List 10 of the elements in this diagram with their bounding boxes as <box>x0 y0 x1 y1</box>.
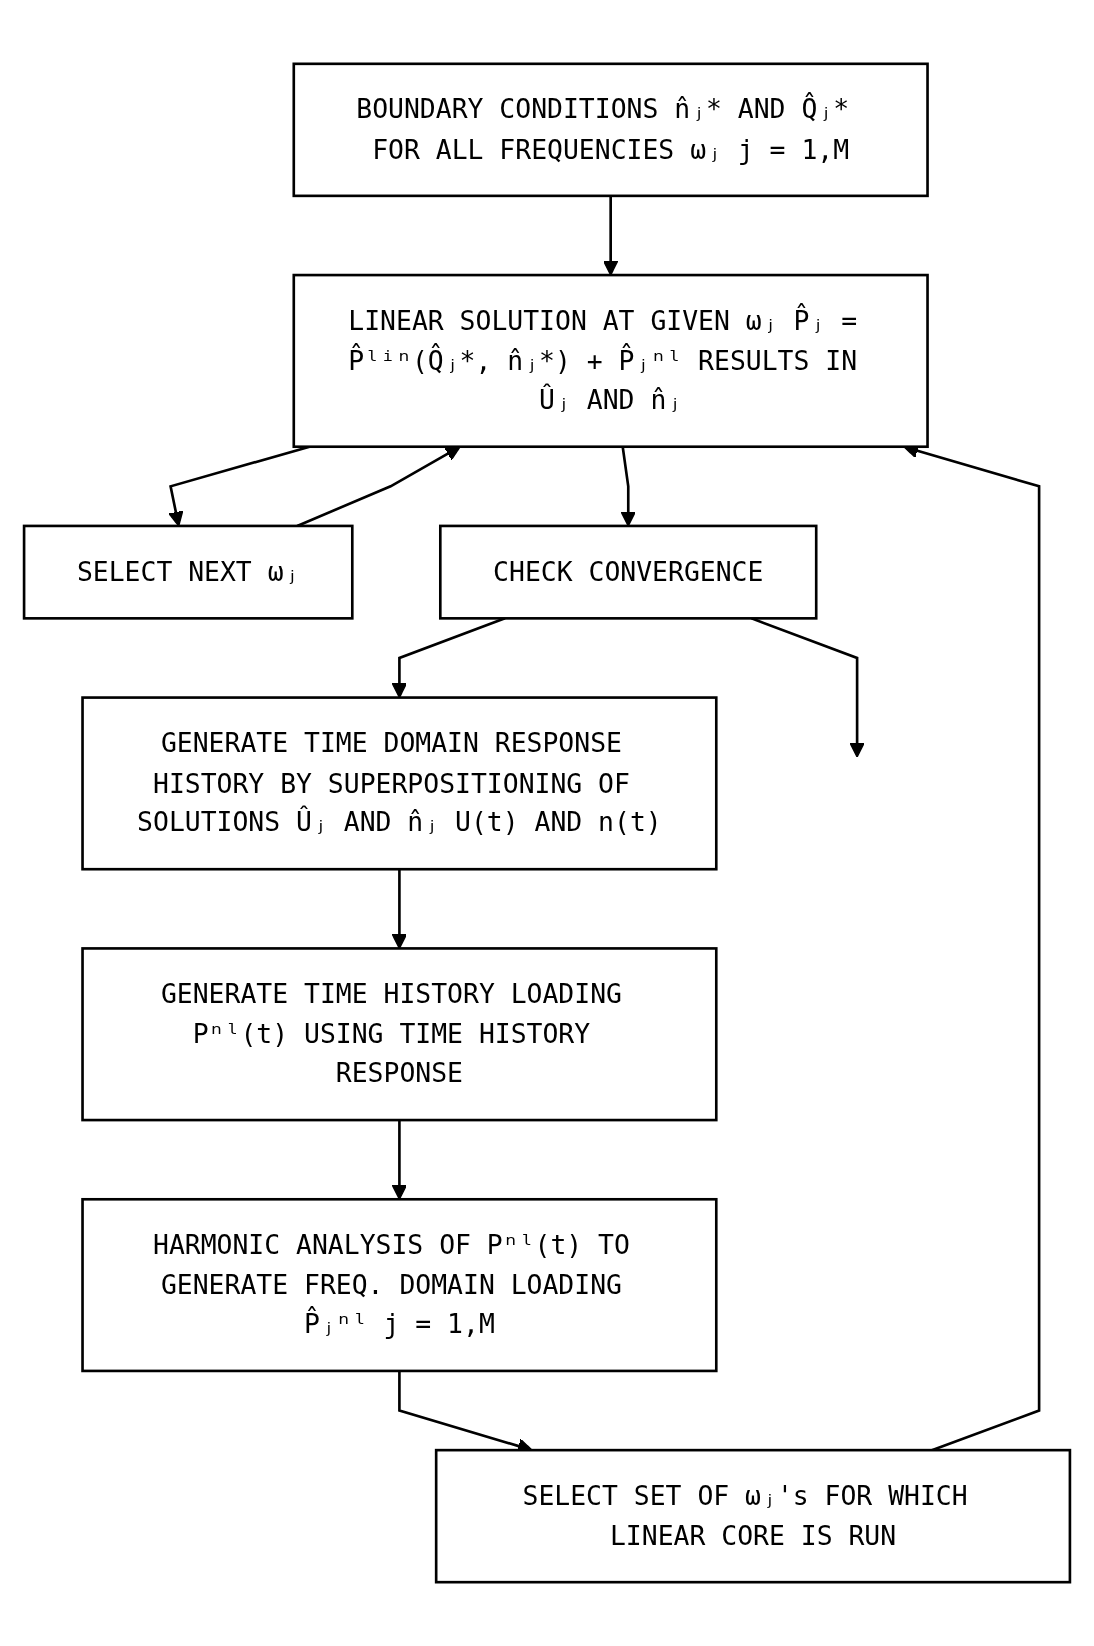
node-box: GENERATE TIME HISTORY LOADING Pⁿˡ(t) USING TIME HISTORY RESPONSE <box>81 947 718 1122</box>
node-box: CHECK CONVERGENCE <box>439 524 818 620</box>
arrow <box>602 195 619 276</box>
node-box: SELECT SET OF ωⱼ's FOR WHICH LINEAR CORE IS RUN <box>434 1448 1072 1584</box>
node-box: LINEAR SOLUTION AT GIVEN ωⱼ P̂ⱼ = P̂ˡⁱⁿ(Q̂ⱼ*, n̂ⱼ*) + P̂ⱼⁿˡ RESULTS IN Ûⱼ AND n̂ⱼ <box>292 273 929 449</box>
arrow <box>391 1120 408 1200</box>
node-box: GENERATE TIME DOMAIN RESPONSE HISTORY BY SUPERPOSITIONING OF SOLUTIONS Ûⱼ AND n̂ⱼ U(t) AND n(t) <box>81 696 718 871</box>
node-box: SELECT NEXT ωⱼ <box>22 524 354 620</box>
node-box: HARMONIC ANALYSIS OF Pⁿˡ(t) TO GENERATE FREQ. DOMAIN LOADING P̂ⱼⁿˡ j = 1,M <box>81 1197 718 1373</box>
node-box: BOUNDARY CONDITIONS n̂ⱼ* AND Q̂ⱼ* FOR ALL FREQUENCIES ωⱼ j = 1,M <box>292 62 929 198</box>
